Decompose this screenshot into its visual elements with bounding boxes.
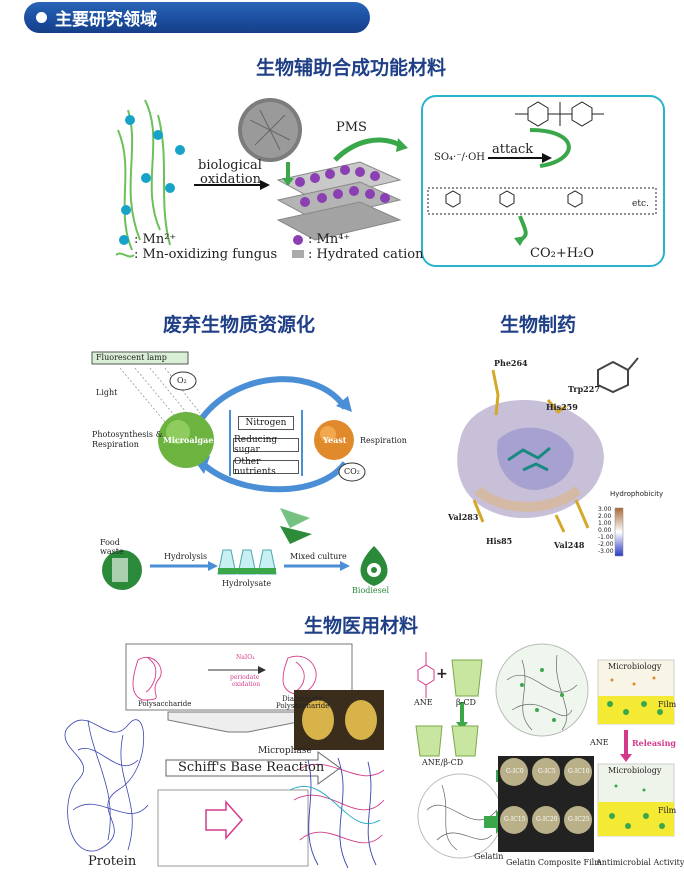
legend-mn2: : Mn²⁺: [134, 232, 177, 247]
tick-label: -3.00: [598, 548, 614, 555]
label-co2: CO₂: [344, 467, 360, 476]
figure-pharma: Phe264 Trp227 His259 Val283 His85 Val248…: [438, 340, 674, 562]
label-val283: Val283: [448, 512, 479, 522]
label-waste: waste: [100, 547, 124, 556]
label-food: Food: [100, 538, 120, 547]
svg-text:+: +: [436, 666, 448, 682]
label-etc: etc.: [632, 199, 649, 209]
figure-biomass: Fluorescent lamp Light O₂ Photosynthesis…: [90, 348, 420, 598]
tick-label: 1.00: [598, 520, 612, 527]
label-micro2: Microbiology: [608, 766, 662, 775]
label-yeast: Yeast: [323, 435, 347, 445]
label-hydrolysis: Hydrolysis: [164, 552, 208, 561]
label-radicals: SO₄·⁻/·OH: [434, 152, 485, 163]
label-dialdehyde-poly: Polysaccharide: [276, 702, 330, 710]
label-gelatin: Gelatin: [474, 852, 504, 861]
nutrient-other: Other nutrients: [233, 457, 299, 477]
label-phe264: Phe264: [494, 358, 528, 368]
section-title-biomass: 废弃生物质资源化: [163, 314, 316, 336]
label-his259: His259: [546, 402, 578, 412]
figure-biomedical-film-graphic: +: [415, 643, 675, 859]
legend-hydrated: : Hydrated cation: [308, 247, 424, 262]
label-bcd: β-CD: [456, 698, 476, 707]
label-protein: Protein: [88, 854, 137, 869]
label-ane: ANE: [414, 698, 433, 707]
label-ane-bcd: ANE/β-CD: [422, 758, 464, 767]
tick-label: -1.00: [598, 534, 614, 541]
label-film2: Film: [658, 806, 677, 815]
tick-label: 3.00: [598, 506, 612, 513]
label-schiff: Schiff's Base Reaction: [178, 760, 325, 775]
figure-biomedical-schiff-graphic: [64, 643, 385, 869]
header-title: 主要研究领域: [55, 10, 157, 30]
sample-label: G-IC0: [506, 768, 524, 775]
label-naio4: NaIO₄: [236, 654, 255, 661]
section-title-biomedical: 生物医用材料: [304, 615, 419, 637]
label-ane2: ANE: [590, 738, 609, 747]
sample-label: G-IC5: [538, 768, 556, 775]
legend-ticks: 3.00 2.00 1.00 0.00 -1.00 -2.00 -3.00: [598, 506, 614, 555]
label-film1: Film: [658, 700, 677, 709]
label-respiration: Respiration: [360, 436, 407, 445]
label-resp: Respiration: [92, 440, 139, 449]
nutrient-sugar: Reducing sugar: [233, 435, 299, 455]
figure-biosynthesis-graphic: [115, 95, 665, 267]
sample-label: G-IC10: [568, 768, 590, 775]
label-biodiesel: Biodiesel: [352, 586, 390, 595]
section-header-pill: 主要研究领域: [24, 2, 370, 33]
legend-mn4: : Mn⁴⁺: [308, 232, 351, 247]
label-film: Gelatin Composite Film: [506, 858, 602, 867]
bullet-icon: [36, 12, 47, 23]
figure-biomedical-film: + ANE β-CD: [412, 640, 684, 872]
tick-label: 2.00: [598, 513, 612, 520]
label-lamp: Fluorescent lamp: [96, 353, 167, 362]
label-dialdehyde: Dialdehyde: [282, 695, 322, 703]
label-biological: biological: [198, 158, 262, 173]
tick-label: 0.00: [598, 527, 612, 534]
tick-label: -2.00: [598, 541, 614, 548]
label-attack: attack: [492, 142, 534, 157]
label-releasing: Releasing: [632, 738, 677, 748]
section-title-biosynthesis: 生物辅助合成功能材料: [256, 57, 447, 79]
nutrient-nitrogen: Nitrogen: [238, 416, 294, 430]
label-oxidation: oxidation: [200, 172, 261, 187]
figure-pharma-graphic: [457, 357, 639, 557]
label-o2: O₂: [177, 376, 187, 385]
label-val248: Val248: [554, 540, 585, 550]
label-oxidation2: oxidation: [232, 681, 261, 688]
sample-label: G-IC20: [536, 816, 558, 823]
label-micro1: Microbiology: [608, 662, 662, 671]
label-his85: His85: [486, 536, 513, 546]
label-mixed: Mixed culture: [290, 552, 347, 561]
legend-hydrophobicity: Hydrophobicity: [610, 490, 664, 498]
label-light: Light: [96, 388, 118, 397]
label-periodate: periodate: [230, 674, 260, 681]
label-photo: Photosynthesis &: [92, 430, 163, 439]
label-polysaccharide: Polysaccharide: [138, 700, 192, 708]
label-hydrolysate: Hydrolysate: [222, 579, 272, 588]
section-title-pharma: 生物制药: [500, 314, 577, 336]
label-microphase: Microphase: [258, 746, 312, 756]
legend-fungus: : Mn-oxidizing fungus: [134, 247, 278, 262]
figure-biomedical-schiff: NaIO₄ periodate oxidation Polysaccharide…: [58, 640, 388, 872]
label-pms: PMS: [336, 120, 367, 135]
label-product: CO₂+H₂O: [530, 246, 594, 261]
sample-label: G-IC15: [504, 816, 526, 823]
sample-label: G-IC25: [568, 816, 590, 823]
label-microalgae: Microalgae: [163, 435, 214, 445]
figure-biomass-graphic: [91, 351, 388, 590]
figure-biosynthesis: biological oxidation PMS SO₄·⁻/·OH attac…: [110, 90, 670, 270]
label-trp227: Trp227: [568, 384, 600, 394]
label-activity: Antimicrobial Activity: [596, 858, 684, 867]
